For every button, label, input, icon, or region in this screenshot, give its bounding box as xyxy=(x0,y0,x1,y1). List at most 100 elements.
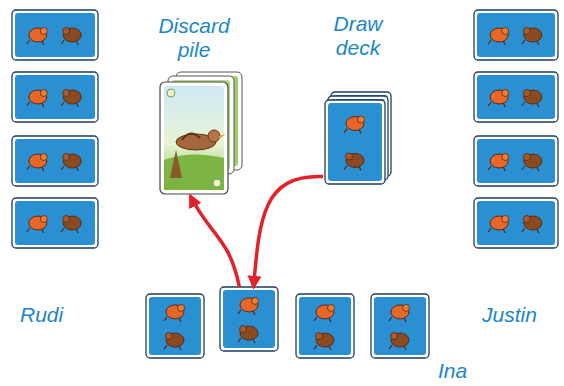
card-part xyxy=(316,305,334,319)
card-part xyxy=(61,102,78,107)
card-part xyxy=(502,28,509,35)
card-part xyxy=(12,72,98,122)
card-part xyxy=(314,345,331,350)
card-part xyxy=(474,72,558,122)
card-part xyxy=(523,216,530,223)
card-part xyxy=(490,28,508,42)
card-part xyxy=(166,305,184,319)
card-part xyxy=(488,228,505,233)
card-part xyxy=(522,166,539,171)
card-part xyxy=(490,154,508,168)
card-part xyxy=(29,28,47,42)
area-label: Rudi xyxy=(20,303,100,327)
card-part xyxy=(40,90,47,97)
card-part xyxy=(29,154,47,168)
card-part xyxy=(391,305,409,319)
card-back xyxy=(325,100,385,184)
card-part xyxy=(523,154,530,161)
card-part xyxy=(328,304,335,311)
card-part xyxy=(63,28,81,42)
card-part xyxy=(164,345,181,350)
card-area: Rudi xyxy=(12,10,98,248)
card-part xyxy=(502,216,509,223)
card-part xyxy=(220,287,278,351)
card-part xyxy=(316,333,334,347)
card-part xyxy=(477,139,555,183)
card-part xyxy=(502,154,509,161)
card-part xyxy=(314,317,331,322)
card-part xyxy=(488,102,505,107)
card-part xyxy=(522,40,539,45)
area-label: Ina xyxy=(438,359,488,383)
card-part xyxy=(325,100,385,184)
card-part xyxy=(474,136,558,186)
card-part xyxy=(474,198,558,248)
card-part xyxy=(391,333,409,347)
card-part xyxy=(389,317,406,322)
card-part xyxy=(371,294,429,358)
card-part xyxy=(328,96,388,180)
card-part xyxy=(523,28,530,35)
card-part xyxy=(328,103,382,181)
move-arrow xyxy=(190,196,239,287)
card-part xyxy=(238,310,255,315)
card-part xyxy=(27,40,44,45)
card-part xyxy=(403,304,410,311)
card-part xyxy=(164,317,181,322)
card-part xyxy=(149,297,201,355)
card-backs xyxy=(12,10,558,358)
area-label: Justin xyxy=(482,303,558,327)
card-part xyxy=(40,28,47,35)
card-back xyxy=(474,136,558,186)
card-part xyxy=(166,333,173,340)
card-part xyxy=(488,166,505,171)
card-part xyxy=(63,154,70,161)
card-part xyxy=(27,166,44,171)
card-part xyxy=(374,297,426,355)
card-part xyxy=(490,90,508,104)
card-area: Draw deck xyxy=(323,92,393,186)
card-part xyxy=(63,154,81,168)
card-part xyxy=(296,294,354,358)
card-part xyxy=(146,294,204,358)
card-part xyxy=(477,13,555,57)
card-back xyxy=(296,294,354,358)
card-part xyxy=(61,166,78,171)
card-back xyxy=(12,198,98,248)
card-part xyxy=(12,198,98,248)
card-part xyxy=(63,216,81,230)
area-label: Discard pile xyxy=(143,14,245,62)
card-part xyxy=(15,201,95,245)
card-part xyxy=(346,153,364,167)
card-part xyxy=(166,333,184,347)
card-part xyxy=(344,129,361,134)
area-label: Draw deck xyxy=(311,12,405,60)
card-back xyxy=(146,294,204,358)
card-part xyxy=(15,13,95,57)
move-arrow xyxy=(254,177,323,287)
card-area: Ina xyxy=(146,287,429,358)
card-part xyxy=(61,40,78,45)
card-part xyxy=(238,338,255,343)
card-back xyxy=(12,10,98,60)
card-part xyxy=(40,154,47,161)
card-part xyxy=(358,116,365,123)
card-part xyxy=(477,75,555,119)
card-part xyxy=(15,75,95,119)
card-part xyxy=(15,139,95,183)
card-part xyxy=(29,90,47,104)
card-part xyxy=(522,102,539,107)
card-part xyxy=(63,216,70,223)
card-part xyxy=(63,28,70,35)
card-back xyxy=(474,72,558,122)
card-back xyxy=(371,294,429,358)
card-part xyxy=(524,154,542,168)
card-part xyxy=(346,117,364,131)
card-part xyxy=(178,304,185,311)
card-back xyxy=(12,136,98,186)
card-part xyxy=(252,297,259,304)
card-part xyxy=(524,216,542,230)
card-part xyxy=(389,345,406,350)
discard-cards xyxy=(160,72,242,194)
